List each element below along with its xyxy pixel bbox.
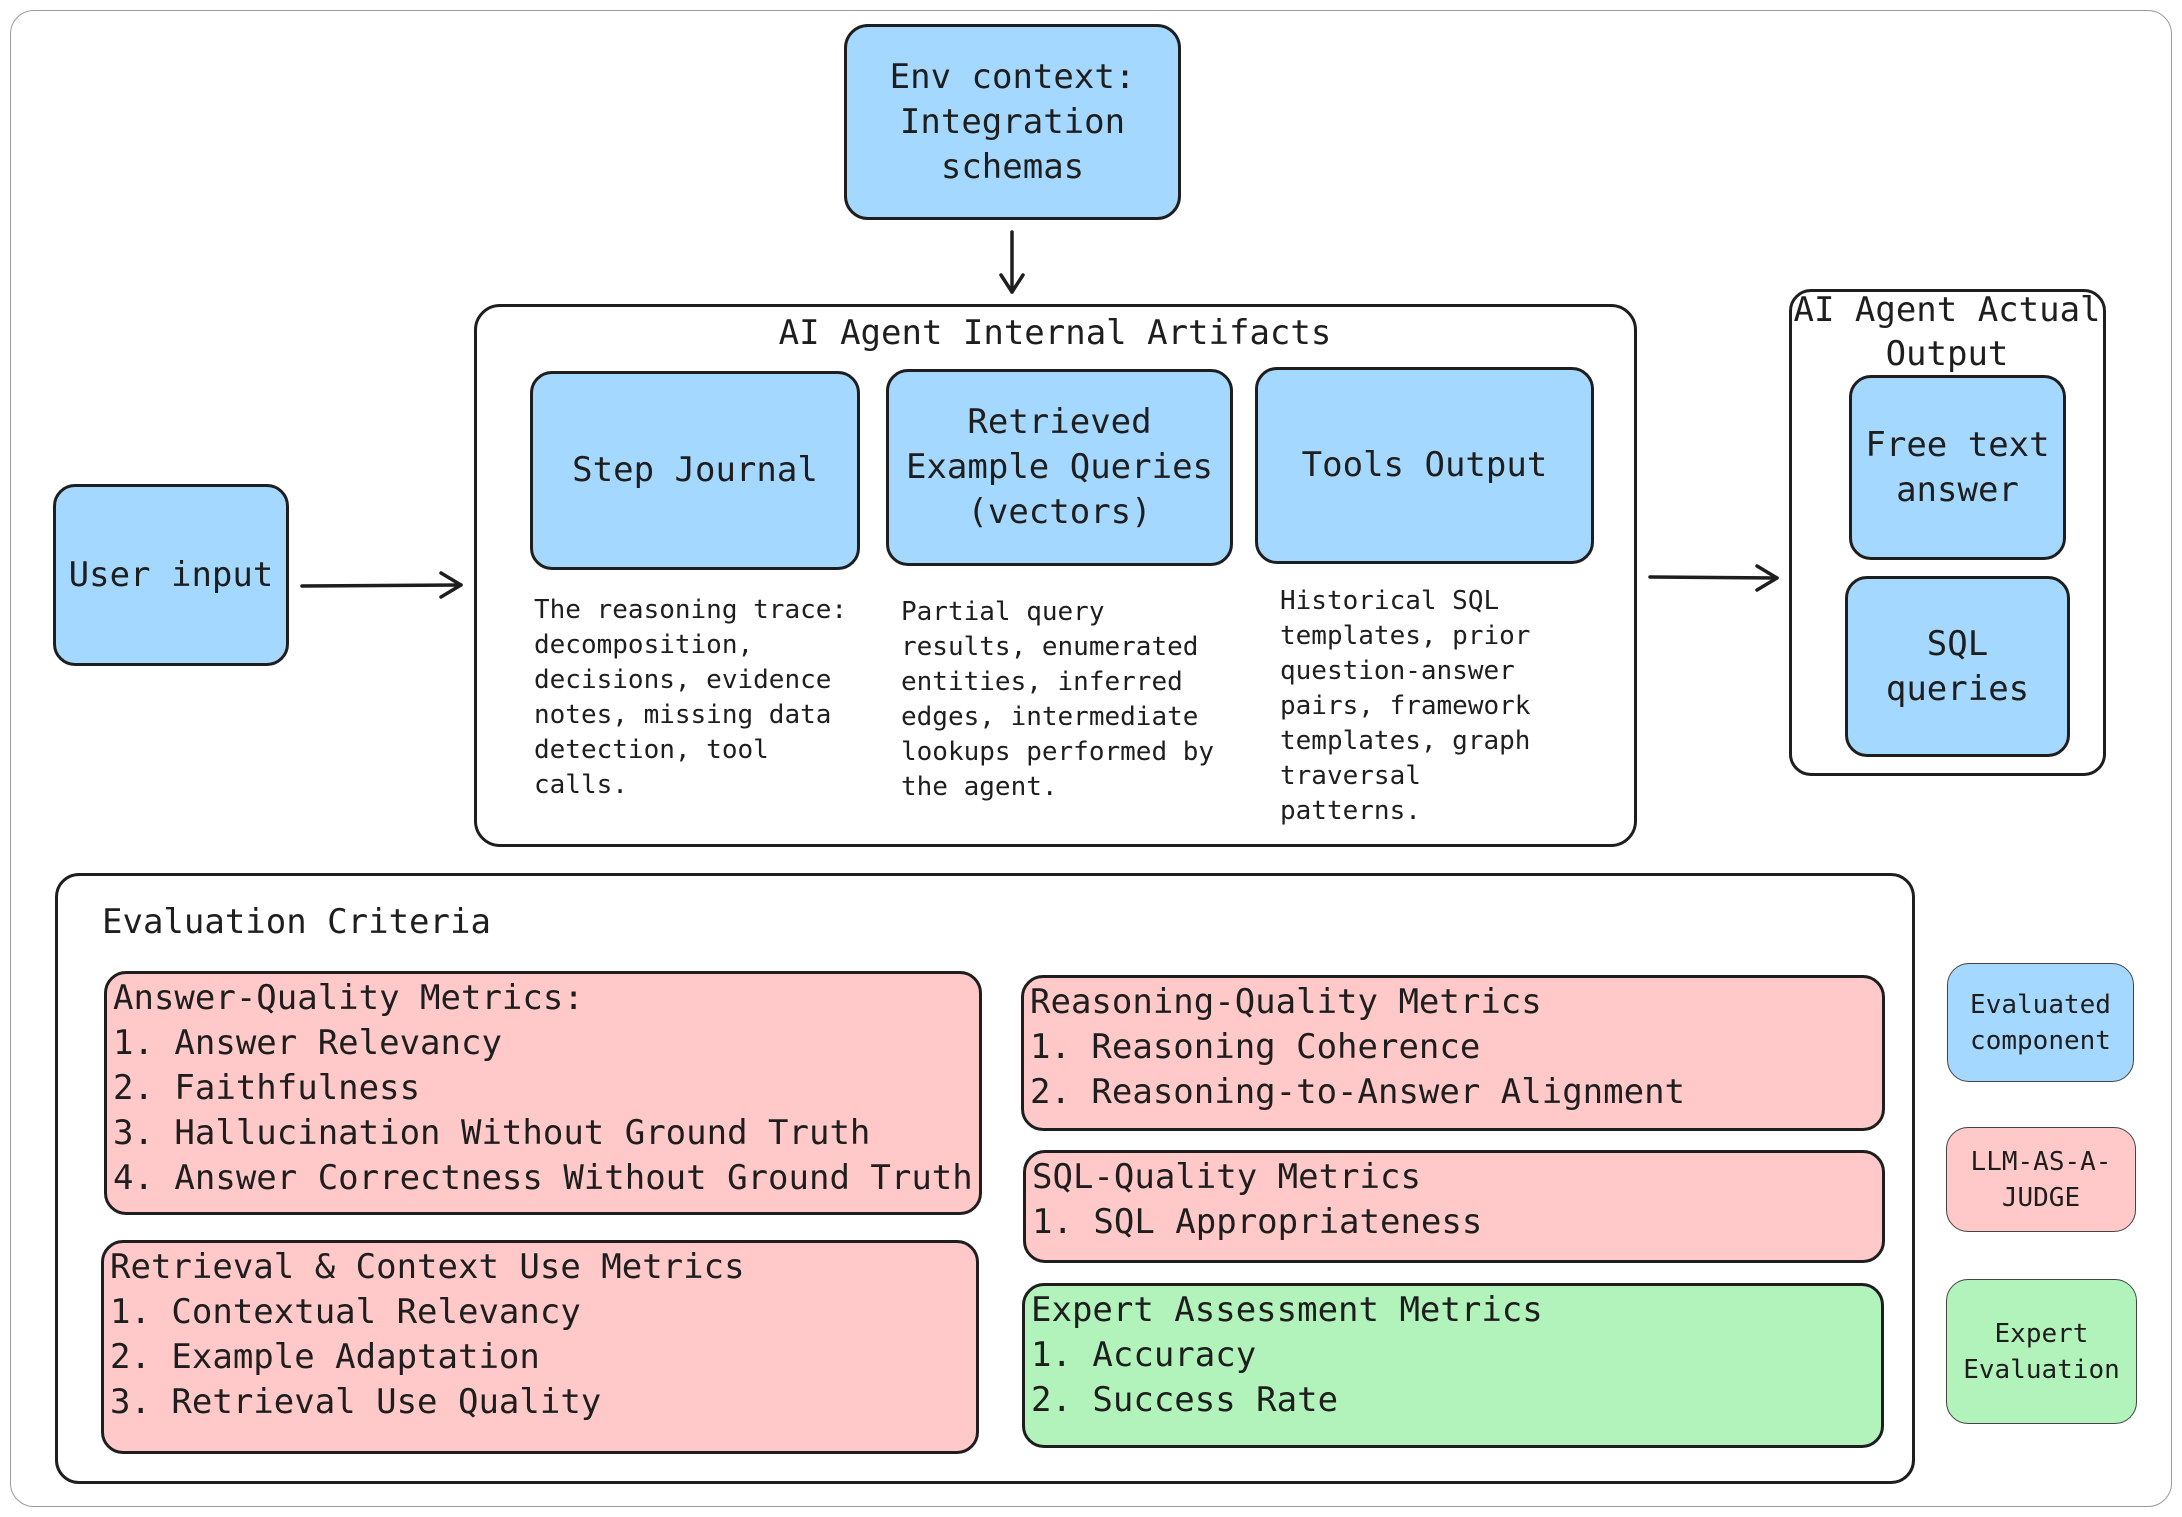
legend-evaluated-component: Evaluated component (1947, 963, 2134, 1082)
metric-group-title: SQL-Quality Metrics (1032, 1157, 1421, 1197)
metric-group-title: Expert Assessment Metrics (1031, 1290, 1543, 1330)
actual-output-title: AI Agent Actual Output (1793, 290, 2101, 374)
metric-item: 2. Reasoning-to-Answer Alignment (1030, 1072, 1686, 1112)
arrow-input-to-artifacts (300, 571, 463, 599)
diagram-frame (10, 10, 2172, 1507)
expert-assessment-metrics: Expert Assessment Metrics 1. Accuracy 2.… (1022, 1283, 1884, 1448)
reasoning-quality-metrics: Reasoning-Quality Metrics 1. Reasoning C… (1021, 975, 1885, 1131)
metric-group-title: Retrieval & Context Use Metrics (110, 1247, 745, 1287)
metric-item: 1. SQL Appropriateness (1032, 1202, 1483, 1242)
metric-item: 1. Accuracy (1031, 1335, 1257, 1375)
free-text-answer-box: Free text answer (1849, 375, 2066, 560)
env-context-box: Env context: Integration schemas (844, 24, 1181, 220)
metric-item: 1. Answer Relevancy (113, 1023, 502, 1063)
step-journal-box: Step Journal (530, 371, 860, 570)
metric-item: 1. Contextual Relevancy (110, 1292, 581, 1332)
arrow-env-to-artifacts (999, 230, 1025, 294)
metric-group-title: Reasoning-Quality Metrics (1030, 982, 1542, 1022)
evaluation-criteria-title: Evaluation Criteria (102, 902, 491, 942)
answer-quality-metrics: Answer-Quality Metrics: 1. Answer Releva… (104, 971, 982, 1215)
metric-item: 2. Faithfulness (113, 1068, 421, 1108)
metric-item: 2. Example Adaptation (110, 1337, 540, 1377)
internal-artifacts-title: AI Agent Internal Artifacts (778, 313, 1332, 353)
retrieved-queries-description: Partial query results, enumerated entiti… (901, 597, 1215, 802)
arrow-artifacts-to-output (1648, 564, 1779, 592)
metric-item: 2. Success Rate (1031, 1380, 1339, 1420)
metric-item: 4. Answer Correctness Without Ground Tru… (113, 1158, 973, 1198)
metric-group-title: Answer-Quality Metrics: (113, 978, 584, 1018)
legend-llm-as-a-judge: LLM-AS-A- JUDGE (1946, 1127, 2136, 1232)
sql-queries-box: SQL queries (1845, 576, 2070, 757)
step-journal-description: The reasoning trace: decomposition, deci… (534, 595, 848, 800)
metric-item: 1. Reasoning Coherence (1030, 1027, 1481, 1067)
metric-item: 3. Hallucination Without Ground Truth (113, 1113, 871, 1153)
tools-output-description: Historical SQL templates, prior question… (1280, 586, 1531, 826)
metric-item: 3. Retrieval Use Quality (110, 1382, 602, 1422)
retrieved-queries-box: Retrieved Example Queries (vectors) (886, 369, 1233, 566)
tools-output-box: Tools Output (1255, 367, 1594, 564)
retrieval-context-metrics: Retrieval & Context Use Metrics 1. Conte… (101, 1240, 979, 1454)
user-input-box: User input (53, 484, 289, 666)
sql-quality-metrics: SQL-Quality Metrics 1. SQL Appropriatene… (1023, 1150, 1885, 1263)
legend-expert-evaluation: Expert Evaluation (1946, 1279, 2137, 1424)
